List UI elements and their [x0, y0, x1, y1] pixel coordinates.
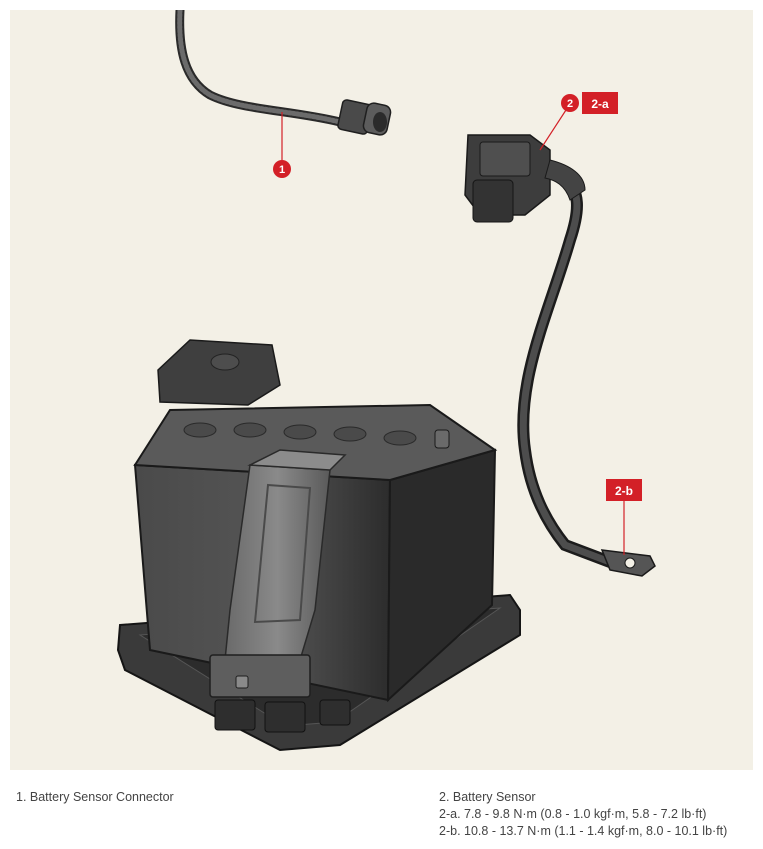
battery-top [133, 403, 498, 482]
battery-cover-box [157, 339, 281, 406]
callout-2-marker [561, 94, 579, 112]
sensor-cable-outline [517, 174, 616, 568]
callout-2: 2 2-a [539, 92, 618, 151]
legend-item-1: 1. Battery Sensor Connector [16, 790, 174, 804]
legend-item-2-title: 2. Battery Sensor [439, 790, 536, 804]
sensor-clamp-lower [472, 179, 514, 223]
legend-item-2a-torque: 2-a. 7.8 - 9.8 N·m (0.8 - 1.0 kgf·m, 5.8… [439, 807, 707, 821]
ground-lug-hole [624, 557, 636, 569]
callout-2b: 2-b [606, 479, 642, 555]
callout-2b-tag [606, 479, 642, 501]
hold-down-bolt [235, 675, 249, 689]
battery-cell-caps [183, 422, 417, 446]
battery-assembly [116, 339, 521, 752]
callout-2b-label: 2-b [615, 484, 633, 498]
callout-1-marker [273, 160, 291, 178]
battery-sensor-connector [175, 10, 392, 136]
sensor-cable-boot [544, 159, 586, 201]
hold-down-strap-top [247, 449, 347, 471]
battery-terminal-post [434, 429, 450, 449]
connector-harness [177, 10, 343, 125]
sensor-housing [479, 141, 531, 177]
battery-vent-cap [210, 353, 240, 371]
sensor-cable [519, 176, 614, 566]
callout-2-label: 2 [567, 98, 573, 110]
hold-down-bracket [209, 654, 311, 698]
tray-feet [214, 699, 351, 733]
connector-harness-outline [175, 10, 345, 127]
hold-down-strap-rib [253, 483, 312, 624]
callout-2a-tag [582, 92, 618, 114]
callout-1: 1 [273, 112, 291, 178]
callout-1-label: 1 [279, 164, 285, 176]
battery-sensor [464, 134, 656, 577]
connector-opening [373, 112, 387, 132]
legend-connector: 1. Battery Sensor Connector [16, 789, 174, 806]
callout-2a-label: 2-a [591, 97, 609, 111]
legend-item-2b-torque: 2-b. 10.8 - 13.7 N·m (1.1 - 1.4 kgf·m, 8… [439, 824, 728, 838]
callout-2-leader [539, 109, 567, 151]
legend-sensor: 2. Battery Sensor 2-a. 7.8 - 9.8 N·m (0.… [439, 789, 727, 840]
diagram-figure: 1 2 2-a 2-b [10, 10, 753, 770]
